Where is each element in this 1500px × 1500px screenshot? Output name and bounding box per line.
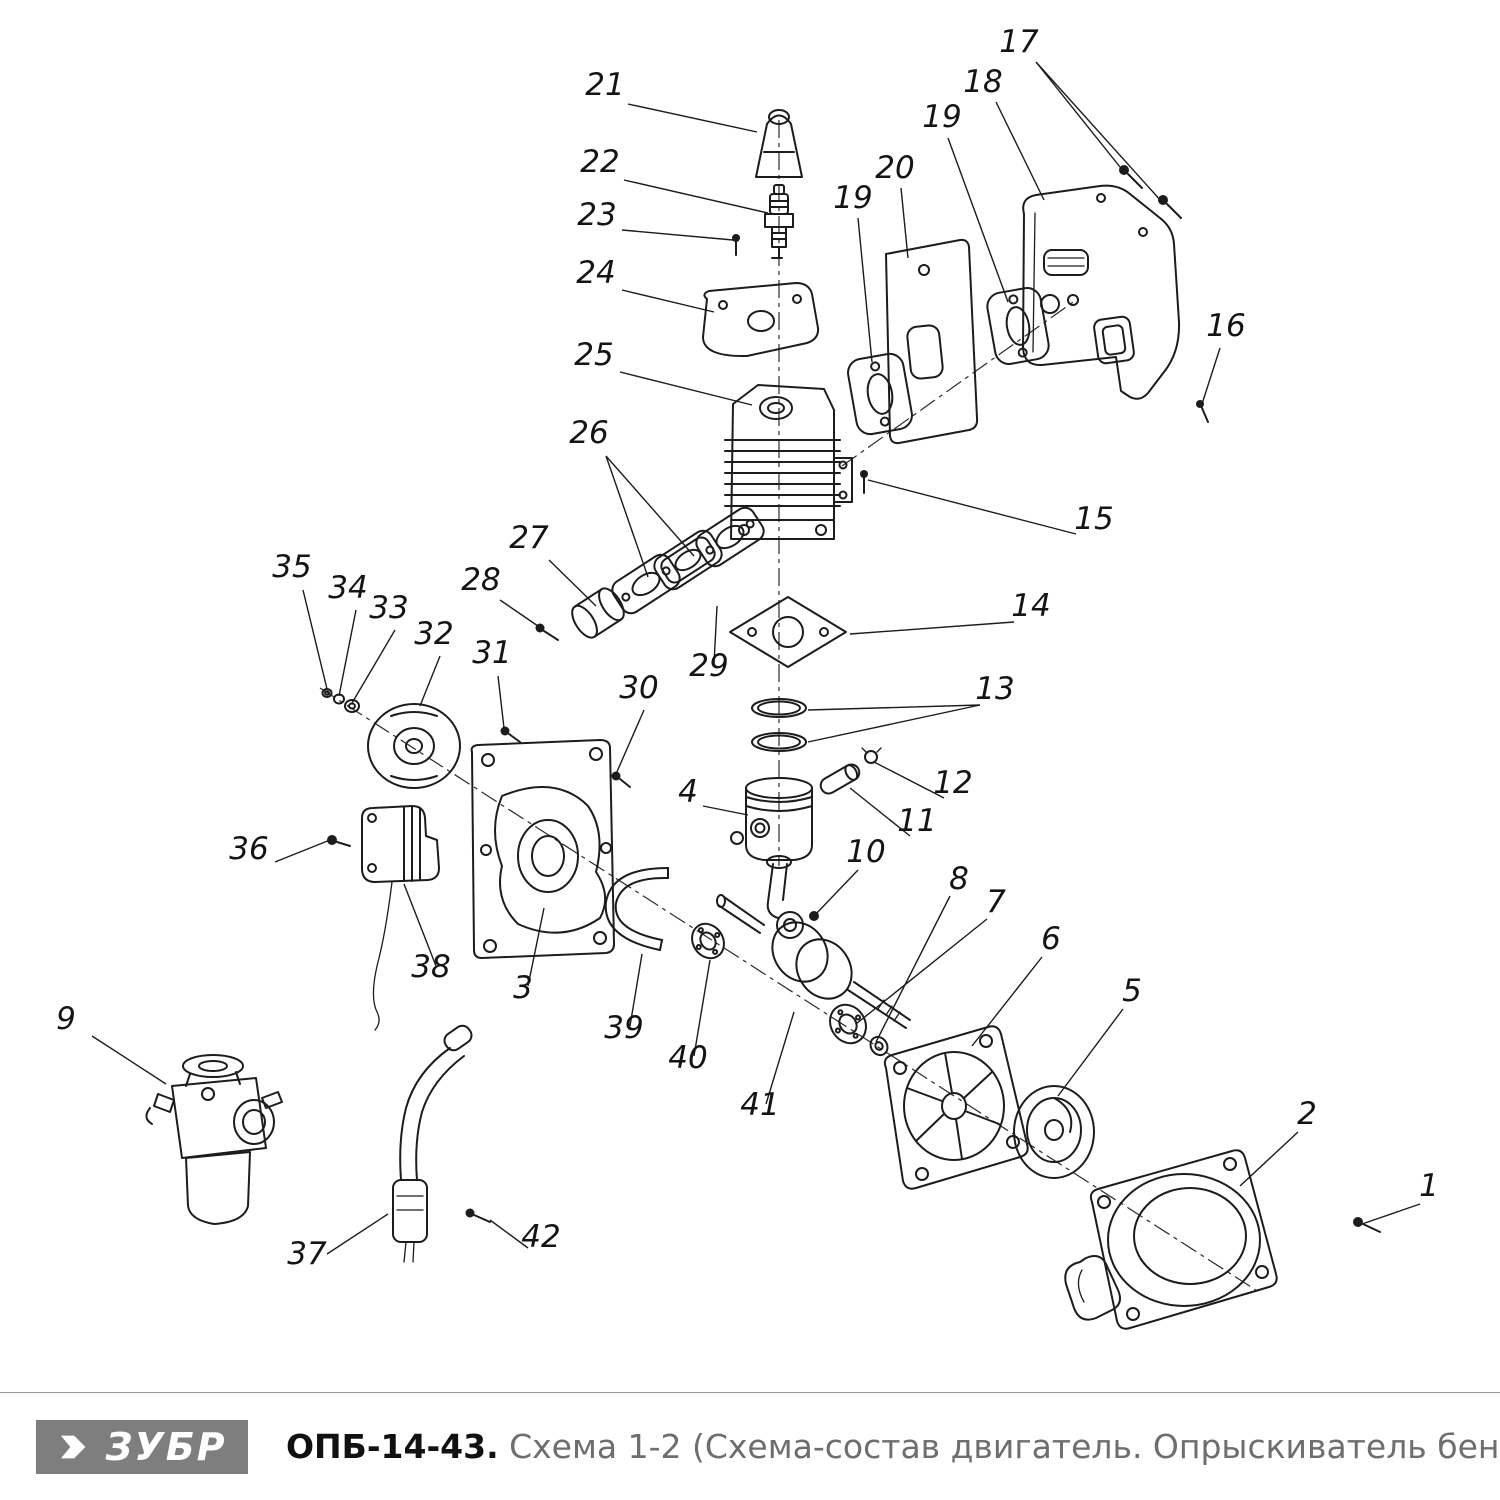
part-label-30: 30 (619, 670, 658, 706)
cylinder-fins (724, 439, 841, 507)
model-code: ОПБ-14-43. (286, 1427, 499, 1466)
screw-1 (1353, 1217, 1381, 1233)
assembly-axes (319, 120, 1263, 1295)
fan-housing (883, 1025, 1029, 1190)
part-label-27: 27 (509, 520, 549, 556)
spark-plug-cap (755, 109, 803, 178)
part-label-36: 36 (229, 831, 268, 867)
part-label-13: 13 (975, 671, 1014, 707)
part-label-1: 1 (1419, 1168, 1439, 1204)
screw-42 (465, 1208, 491, 1223)
screw-36 (327, 835, 351, 847)
screw-16 (1196, 400, 1209, 423)
footer-caption: ОПБ-14-43. Схема 1-2 (Схема-состав двига… (286, 1427, 1500, 1466)
scheme-description: Схема 1-2 (Схема-состав двигатель. Опрыс… (509, 1427, 1500, 1466)
muffler-plate (885, 238, 979, 445)
part-label-26: 26 (569, 415, 608, 451)
crankshaft (716, 855, 911, 1029)
part-label-39: 39 (604, 1010, 643, 1046)
screw-15 (860, 470, 868, 494)
crankcase-half (470, 739, 615, 959)
part-label-17: 17 (999, 24, 1039, 60)
part-label-14: 14 (1011, 588, 1050, 624)
needle-bearing (809, 911, 819, 921)
piston (730, 777, 813, 861)
spark-plug (764, 184, 794, 259)
part-label-21: 21 (585, 67, 624, 103)
recoil-starter (1064, 1149, 1278, 1330)
part-label-10: 10 (846, 834, 885, 870)
bearing-7 (829, 1003, 867, 1045)
part-label-8: 8 (949, 861, 969, 897)
leader-lines (91, 61, 1421, 1255)
piston-rings (751, 698, 807, 752)
screw-30 (611, 771, 631, 788)
part-labels: 21 22 23 24 25 26 27 28 29 35 34 33 32 3… (56, 24, 1439, 1272)
part-label-4: 4 (678, 774, 698, 810)
part-label-40: 40 (668, 1040, 707, 1076)
brand-arrow-icon (61, 1435, 86, 1458)
part-label-25: 25 (574, 337, 613, 373)
part-label-19b: 19 (833, 180, 872, 216)
part-label-23: 23 (577, 197, 616, 233)
part-label-6: 6 (1041, 921, 1061, 957)
part-label-22: 22 (580, 144, 619, 180)
muffler-gasket-lower (847, 352, 913, 436)
brand-logo: ЗУБР (36, 1419, 248, 1474)
part-label-37: 37 (287, 1236, 327, 1272)
intake-gasket-stack (611, 506, 765, 615)
part-label-35: 35 (272, 549, 311, 585)
muffler (1022, 184, 1181, 400)
part-label-18: 18 (963, 64, 1002, 100)
screw-28 (535, 623, 559, 641)
part-label-29: 29 (689, 648, 728, 684)
part-label-3: 3 (513, 970, 533, 1006)
part-label-32: 32 (414, 616, 453, 652)
brand-name: ЗУБР (105, 1424, 227, 1469)
intake-spacer (571, 587, 625, 639)
part-label-11: 11 (897, 803, 936, 839)
part-label-7: 7 (986, 884, 1006, 920)
part-label-33: 33 (369, 590, 408, 626)
cylinder (724, 384, 853, 540)
part-label-42: 42 (521, 1219, 560, 1255)
cylinder-shroud-plate (702, 282, 820, 358)
part-label-15: 15 (1074, 501, 1113, 537)
muffler-gasket-upper (986, 287, 1050, 365)
part-label-20: 20 (875, 150, 914, 186)
piston-pin (819, 763, 861, 795)
retainer-fork (604, 867, 669, 951)
part-label-2: 2 (1297, 1096, 1317, 1132)
flywheel-fasteners (321, 688, 360, 713)
flywheel (367, 703, 461, 789)
part-label-16: 16 (1206, 308, 1245, 344)
footer: ЗУБР ОПБ-14-43. Схема 1-2 (Схема-состав … (0, 1392, 1500, 1500)
washer-8 (869, 1035, 889, 1057)
part-label-5: 5 (1122, 973, 1142, 1009)
part-label-9: 9 (56, 1001, 76, 1037)
bearing-40 (691, 922, 725, 960)
screw-23 (732, 234, 740, 256)
part-label-28: 28 (461, 562, 500, 598)
muffler-bolts (1119, 165, 1182, 219)
base-gasket (729, 596, 847, 668)
ignition-coil (361, 805, 440, 1031)
part-label-31: 31 (472, 635, 511, 671)
part-label-38: 38 (411, 949, 450, 985)
screw-31 (500, 726, 521, 743)
pin-circlip (861, 747, 882, 764)
part-label-34: 34 (328, 570, 367, 606)
part-label-12: 12 (933, 765, 972, 801)
starter-pulley (1013, 1085, 1095, 1179)
carburetor (145, 1054, 283, 1225)
part-label-24: 24 (576, 255, 615, 291)
part-label-41: 41 (740, 1087, 779, 1123)
fuel-hose (392, 1024, 473, 1263)
part-label-19a: 19 (922, 99, 961, 135)
